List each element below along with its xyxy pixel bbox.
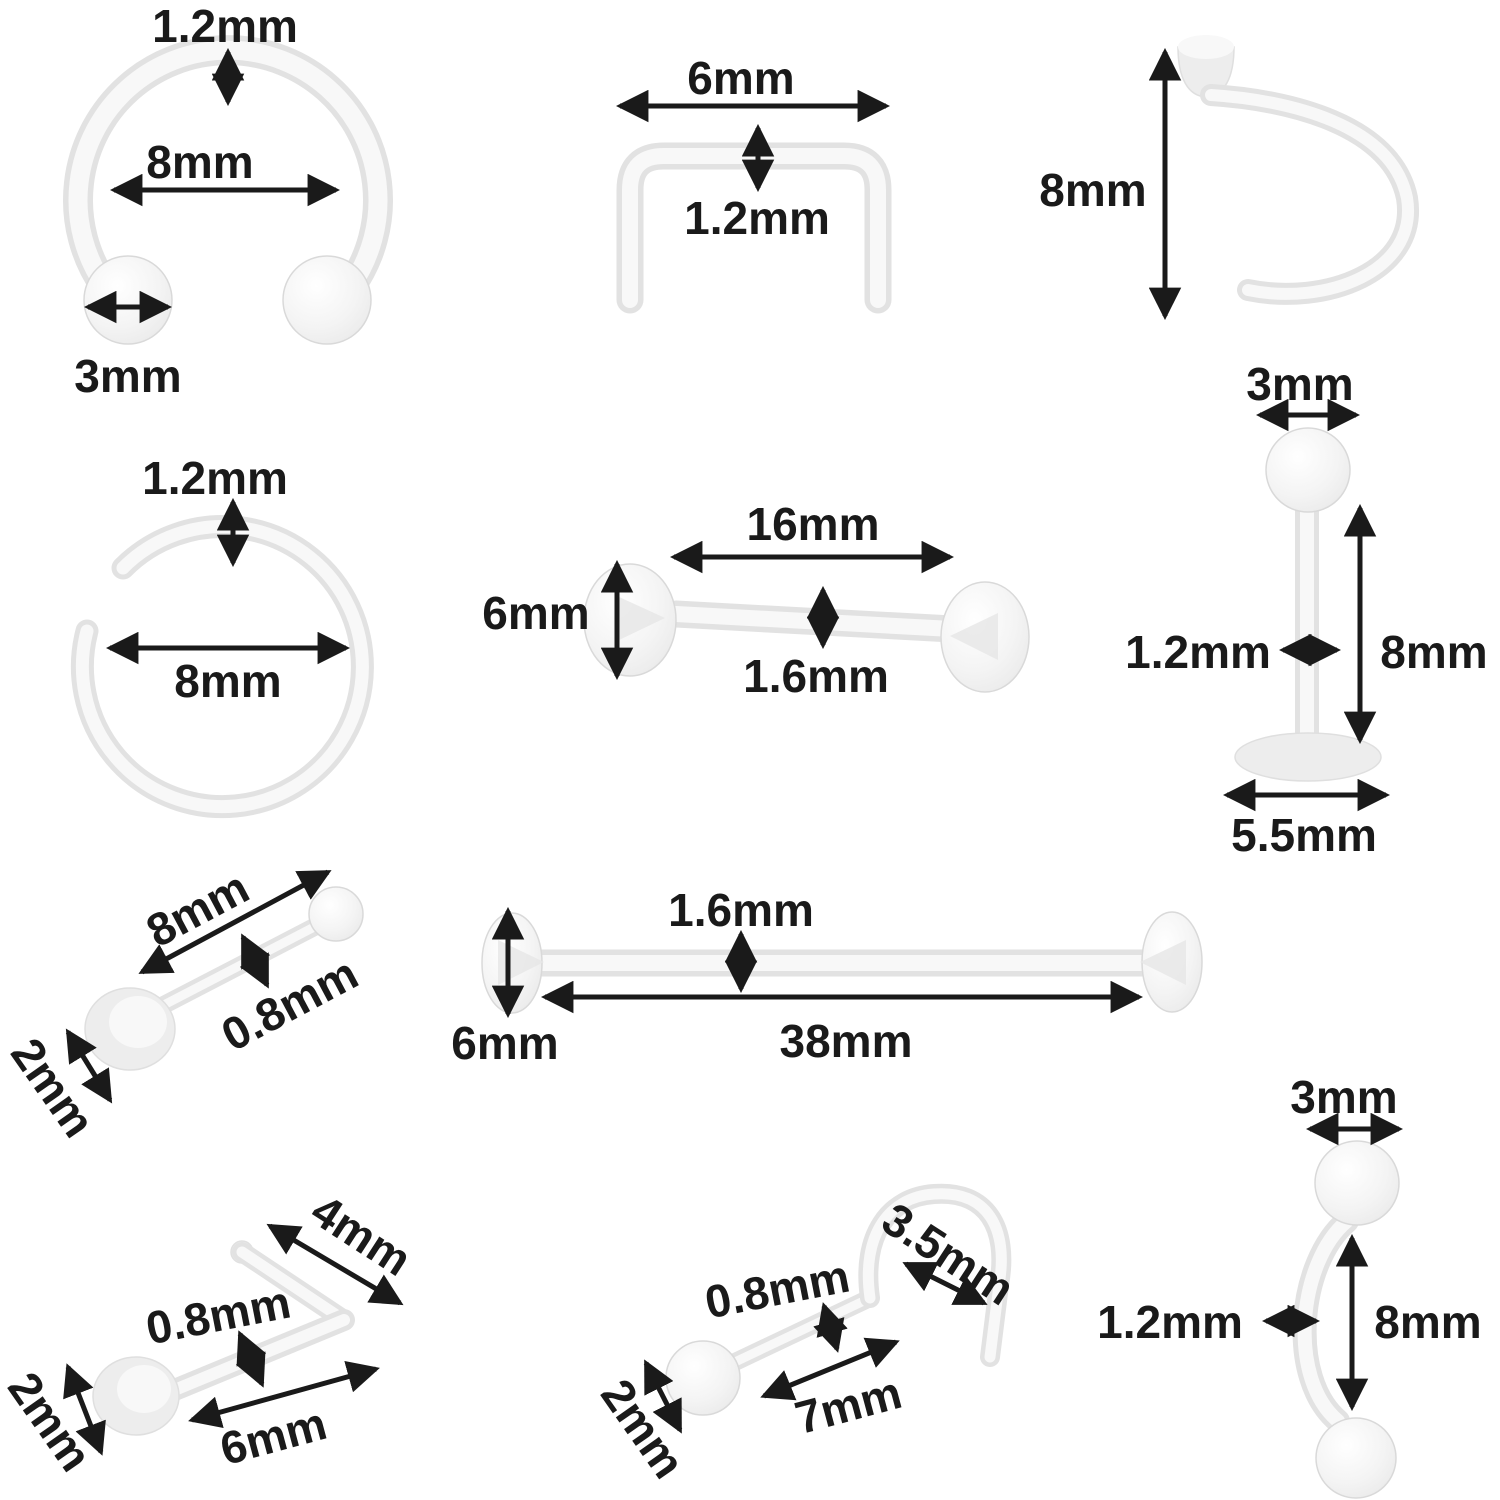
l-shape-nose-stud-diagram: 4mm 0.8mm 2mm 6mm [0, 1184, 421, 1481]
dimension-label: 8mm [1039, 164, 1146, 216]
dimension-label: 3mm [74, 350, 181, 402]
ball-diameter-arrow [643, 1359, 683, 1434]
arm-length-arrow [266, 1223, 404, 1306]
length-arrow [138, 869, 332, 975]
nose-screw-ball [665, 1340, 741, 1416]
curved-barbell-top-ball [1314, 1140, 1400, 1226]
length-arrow [188, 1360, 380, 1429]
labret-base-disc [1234, 732, 1382, 782]
length-arrow [760, 1337, 900, 1401]
dimension-label: 8mm [146, 136, 253, 188]
nose-screw-diagram: 3.5mm 0.8mm 2mm 7mm [591, 1183, 1024, 1487]
nose-bone-diagram: 8mm 0.8mm 2mm [1, 861, 366, 1147]
open-ring-diagram: 1.2mm 8mm [70, 452, 374, 819]
dimension-label: 8mm [1380, 626, 1487, 678]
nose-hoop-diagram: 8mm [1039, 35, 1420, 321]
curved-barbell-diagram: 3mm 8mm 1.2mm [1097, 1071, 1482, 1499]
l-shape-base-disc-face [117, 1365, 171, 1413]
dimension-label: 3mm [1290, 1071, 1397, 1123]
labret-stud-diagram: 3mm 1.2mm 8mm 5.5mm [1125, 358, 1488, 861]
disc-diameter-arrow [65, 1028, 113, 1104]
nose-hoop-highlight [1205, 89, 1415, 300]
dimension-label: 1.2mm [142, 452, 288, 504]
circular-barbell-left-ball [83, 255, 173, 345]
dimension-label: 1.2mm [152, 0, 298, 52]
circular-barbell-diagram: 1.2mm 8mm 3mm [63, 0, 393, 402]
disc-diameter-arrow [63, 1363, 106, 1456]
dimension-label: 3mm [1246, 358, 1353, 410]
nose-hoop-disc-top [1178, 35, 1234, 59]
nose-screw-hook-highlight [862, 1188, 1007, 1363]
dimension-label: 6mm [451, 1017, 558, 1069]
straight-barbell-diagram: 16mm 6mm 1.6mm [482, 498, 1030, 702]
circular-barbell-right-ball [282, 255, 372, 345]
right-ball-cone [950, 613, 998, 660]
staple-retainer-diagram: 6mm 1.2mm [615, 52, 892, 314]
dimension-label: 6mm [482, 587, 589, 639]
nose-bone-ball [308, 886, 364, 942]
dimension-label: 6mm [687, 52, 794, 104]
dimension-label: 1.2mm [1097, 1296, 1243, 1348]
dimension-label: 1.2mm [684, 192, 830, 244]
dimension-label: 16mm [747, 498, 880, 550]
gauge-arrow [239, 933, 271, 989]
dimension-label: 38mm [780, 1015, 913, 1067]
dimension-label: 1.2mm [1125, 626, 1271, 678]
nose-bone-base-disc-face [109, 996, 167, 1048]
right-ball-cone [1140, 940, 1186, 985]
curve-width-arrow [902, 1261, 988, 1306]
dimension-label: 8mm [174, 655, 281, 707]
dimension-label: 5.5mm [1231, 809, 1377, 861]
industrial-barbell-diagram: 1.6mm 38mm 6mm [451, 884, 1203, 1069]
dimension-label: 4mm [302, 1184, 420, 1286]
labret-ball [1265, 427, 1351, 513]
dimension-label: 8mm [1374, 1296, 1481, 1348]
dimension-label: 1.6mm [668, 884, 814, 936]
dimension-label: 1.6mm [743, 650, 889, 702]
curved-barbell-bottom-ball [1315, 1417, 1397, 1499]
